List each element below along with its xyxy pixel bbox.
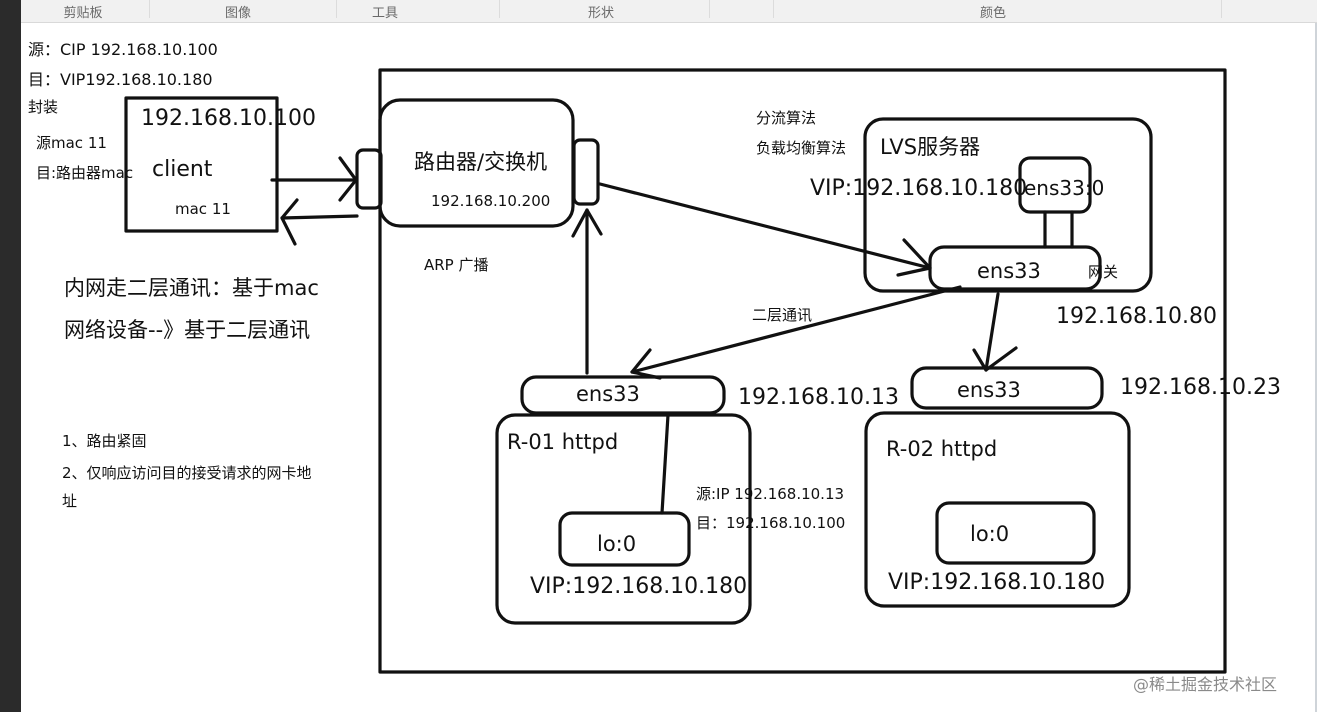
arrowhead bbox=[338, 156, 358, 202]
ribbon-group-tools[interactable]: 工具 bbox=[371, 6, 398, 21]
note-layer2-line1: 内网走二层通讯：基于mac bbox=[64, 276, 319, 300]
ribbon-group-clipboard[interactable]: 剪贴板 bbox=[63, 6, 103, 21]
canvas-edge bbox=[1315, 23, 1317, 712]
layer2-link-label: 二层通讯 bbox=[752, 306, 813, 324]
client-mac: mac 11 bbox=[175, 200, 231, 218]
router-ip: 192.168.10.200 bbox=[431, 192, 551, 210]
r01-reply-dest: 目：192.168.10.100 bbox=[696, 514, 846, 532]
ribbon-group-image[interactable]: 图像 bbox=[224, 6, 251, 21]
r01-box bbox=[495, 413, 752, 625]
ribbon-divider bbox=[773, 0, 774, 18]
r02-lo: lo:0 bbox=[970, 522, 1010, 546]
note-layer2-line2: 网络设备--》基于二层通讯 bbox=[64, 318, 311, 342]
ribbon-divider bbox=[149, 0, 150, 18]
r02-box bbox=[864, 411, 1131, 608]
r01-name: R-01 httpd bbox=[507, 430, 619, 454]
lvs-vip: VIP:192.168.10.180 bbox=[810, 176, 1028, 201]
note-list-item-1: 1、路由紧固 bbox=[62, 432, 147, 450]
r01-lo: lo:0 bbox=[597, 532, 637, 556]
ribbon-divider bbox=[499, 0, 500, 18]
r01-ens33-box bbox=[520, 375, 726, 415]
router-port-right bbox=[572, 138, 600, 206]
r02-name: R-02 httpd bbox=[886, 437, 998, 461]
router-to-lvs-arrow bbox=[598, 182, 932, 270]
r01-vip: VIP:192.168.10.180 bbox=[530, 574, 748, 599]
lvs-iface: ens33 bbox=[977, 259, 1041, 283]
lvs-to-r02-arrow bbox=[984, 292, 1000, 372]
r02-iface: ens33 bbox=[957, 378, 1021, 402]
r02-lo-box bbox=[935, 501, 1096, 565]
lvs-algo-label-2: 负载均衡算法 bbox=[756, 139, 847, 157]
r02-vip: VIP:192.168.10.180 bbox=[888, 570, 1106, 595]
lvs-ip: 192.168.10.80 bbox=[1056, 304, 1217, 329]
lvs-to-r01-arrow bbox=[630, 285, 962, 374]
client-box bbox=[124, 96, 279, 233]
note-src-mac: 源mac 11 bbox=[36, 134, 107, 152]
ribbon-divider bbox=[1221, 0, 1222, 18]
arrowhead bbox=[896, 238, 932, 277]
note-encapsulation: 封装 bbox=[28, 98, 59, 116]
lvs-algo-label-1: 分流算法 bbox=[756, 109, 817, 127]
note-dst-mac: 目:路由器mac bbox=[36, 164, 134, 182]
ribbon-divider bbox=[709, 0, 710, 18]
network-boundary bbox=[378, 68, 1227, 674]
lvs-box bbox=[863, 117, 1153, 293]
paint-canvas[interactable] bbox=[21, 23, 1317, 712]
lvs-ens33-0-box bbox=[1018, 156, 1092, 214]
r02-ip: 192.168.10.23 bbox=[1120, 375, 1281, 400]
ribbon-group-bar: 剪贴板 图像 工具 形状 颜色 bbox=[21, 0, 1317, 23]
client-ip: 192.168.10.100 bbox=[141, 106, 316, 131]
r01-iface: ens33 bbox=[576, 382, 640, 406]
r02-ens33-box bbox=[910, 366, 1104, 410]
r01-reply-source: 源:IP 192.168.10.13 bbox=[696, 485, 845, 503]
r01-inner-link bbox=[660, 413, 670, 515]
arrowhead bbox=[571, 208, 603, 238]
ribbon-divider bbox=[336, 0, 337, 18]
router-to-client-arrow bbox=[280, 214, 359, 220]
ribbon-group-colors[interactable]: 颜色 bbox=[979, 6, 1006, 21]
r01-ip: 192.168.10.13 bbox=[738, 385, 899, 410]
watermark: @稀土掘金技术社区 bbox=[1133, 675, 1278, 694]
client-name: client bbox=[152, 157, 213, 182]
router-name: 路由器/交换机 bbox=[414, 150, 548, 174]
arp-broadcast-label: ARP 广播 bbox=[424, 256, 489, 274]
arrowhead bbox=[972, 346, 1018, 372]
arrowhead bbox=[630, 348, 662, 380]
lvs-gateway-label: 网关 bbox=[1088, 263, 1119, 281]
note-list-item-2-cont: 址 bbox=[62, 492, 78, 510]
note-dest-ip: 目：VIP192.168.10.180 bbox=[28, 70, 213, 89]
ribbon-group-shapes[interactable]: 形状 bbox=[587, 6, 614, 21]
left-app-rail bbox=[0, 0, 21, 712]
lvs-sub-iface: ens33:0 bbox=[1024, 176, 1105, 200]
lvs-name: LVS服务器 bbox=[880, 135, 981, 159]
r01-lo-box bbox=[558, 511, 691, 567]
note-source-ip: 源：CIP 192.168.10.100 bbox=[28, 40, 218, 59]
note-list-item-2: 2、仅响应访问目的接受请求的网卡地 bbox=[62, 464, 312, 482]
arrowhead bbox=[280, 198, 299, 246]
router-port-left bbox=[355, 148, 383, 210]
